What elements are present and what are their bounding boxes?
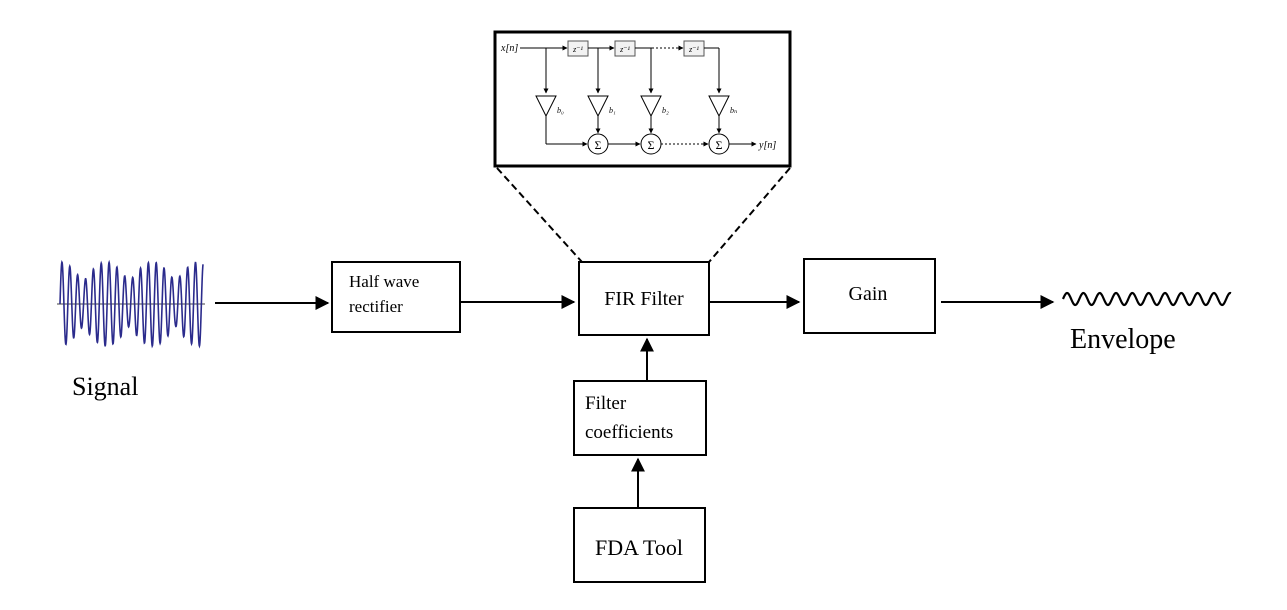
delay-label-1: z⁻¹ <box>572 45 583 54</box>
zoom-line-right <box>708 167 791 263</box>
gain-label: Gain <box>849 283 888 305</box>
coefficient-label-0: b₀ <box>557 106 564 115</box>
filter-coefficients-label-line2: coefficients <box>585 422 673 443</box>
coefficient-triangle-n <box>708 95 730 118</box>
filter-coefficients-block <box>573 380 707 456</box>
signal-label: Signal <box>72 372 138 401</box>
half-wave-label-line2: rectifier <box>349 297 403 316</box>
fir-output-label: y[n] <box>758 140 776 151</box>
adder-sum-2: Σ <box>648 138 655 152</box>
coefficient-triangle-1 <box>587 95 609 118</box>
half-wave-rectifier-block <box>331 261 461 333</box>
fir-input-label: x[n] <box>500 43 518 54</box>
envelope-label: Envelope <box>1070 324 1176 355</box>
fir-filter-label: FIR Filter <box>604 288 684 310</box>
fda-tool-label: FDA Tool <box>595 535 683 560</box>
fda-tool-block <box>573 507 706 583</box>
fir-structure-inset: x[n] z⁻¹ z⁻¹ z⁻¹ b₀ b₁ b₂ bₙ <box>493 30 792 168</box>
adder-sum-n: Σ <box>716 138 723 152</box>
delay-label-2: z⁻¹ <box>619 45 630 54</box>
coefficient-label-1: b₁ <box>609 106 616 115</box>
delay-label-n: z⁻¹ <box>688 45 699 54</box>
coefficient-triangle-0 <box>535 95 557 118</box>
gain-block <box>803 258 936 334</box>
half-wave-label-line1: Half wave <box>349 272 419 291</box>
signal-waveform <box>57 259 205 349</box>
zoom-line-left <box>496 167 583 263</box>
fir-filter-block <box>578 261 710 336</box>
envelope-waveform <box>1061 291 1232 307</box>
coefficient-label-n: bₙ <box>730 106 737 115</box>
adder-sum-1: Σ <box>595 138 602 152</box>
coefficient-label-2: b₂ <box>662 106 669 115</box>
coefficient-triangle-2 <box>640 95 662 118</box>
filter-coefficients-label-line1: Filter <box>585 393 627 414</box>
